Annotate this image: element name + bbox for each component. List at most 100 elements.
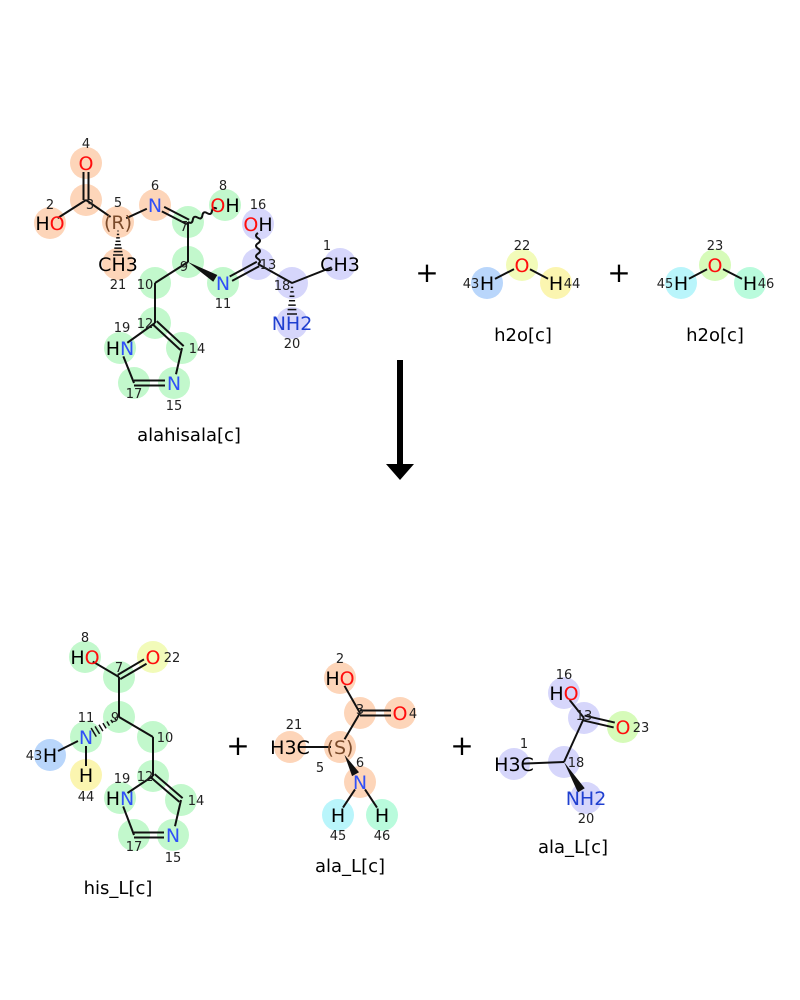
atom-number: 18 <box>568 756 585 771</box>
atom-number: 6 <box>356 756 364 771</box>
atom: N 15 <box>166 373 183 414</box>
atom-number: 2 <box>46 198 54 213</box>
atom-highlight <box>70 759 102 791</box>
atom-number: 44 <box>78 790 95 805</box>
atom-label: O <box>616 717 631 739</box>
bond <box>125 207 148 220</box>
atom-highlight <box>70 147 102 179</box>
atom-number: 22 <box>514 239 531 254</box>
atom-number: 23 <box>633 721 650 736</box>
atom-label: O <box>515 255 530 277</box>
atom-highlight <box>104 332 136 364</box>
bond <box>175 347 183 375</box>
bond <box>360 709 391 717</box>
bond <box>57 740 79 752</box>
atom: 12 <box>137 317 154 332</box>
atom-number: 44 <box>564 277 581 292</box>
atom: N6 <box>148 179 162 217</box>
atom-label: HO <box>70 647 99 669</box>
atom-label: CH3 <box>320 254 360 276</box>
atom-number: 3 <box>86 198 94 213</box>
bond <box>688 268 708 280</box>
atom: O4 <box>79 137 94 175</box>
atom-highlight <box>324 662 356 694</box>
atom-highlight <box>324 731 356 763</box>
atom-highlight <box>157 819 189 851</box>
atom-number: 18 <box>274 279 291 294</box>
atom-highlight <box>699 249 731 281</box>
atom-highlight <box>34 739 66 771</box>
bond <box>343 712 361 740</box>
atom-number: 11 <box>78 711 95 726</box>
atom-label: HN <box>106 338 135 360</box>
atom-number: 20 <box>284 337 301 352</box>
bond <box>287 282 297 315</box>
atom-label: (S) <box>327 737 354 759</box>
bond <box>564 762 585 793</box>
bond <box>161 206 190 226</box>
bond <box>92 660 120 678</box>
atom-highlight <box>34 207 66 239</box>
bond <box>722 268 743 280</box>
atom-number: 46 <box>758 277 775 292</box>
atom: O23 <box>707 239 724 277</box>
bond <box>563 717 585 763</box>
atom-label: NH2 <box>566 788 607 810</box>
atom: 7 <box>115 661 123 676</box>
atom-label: CH3 <box>98 254 138 276</box>
atom-number: 4 <box>409 707 417 722</box>
atom-number: 9 <box>111 711 119 726</box>
atom-highlight <box>384 697 416 729</box>
atom: H45 <box>657 273 688 295</box>
atom-number: 15 <box>166 399 183 414</box>
bond <box>344 754 360 777</box>
atom: N 15 <box>165 825 182 866</box>
atom-label: N <box>79 727 93 749</box>
bond <box>134 379 165 387</box>
bond <box>188 262 218 282</box>
atom-number: 3 <box>356 703 364 718</box>
bond <box>134 831 164 839</box>
atom-label: N <box>166 825 180 847</box>
bond <box>342 788 356 809</box>
atom-number: 43 <box>26 749 43 764</box>
atom: N11 <box>78 711 95 749</box>
reaction-arrow <box>386 360 414 480</box>
atom-label: O <box>79 153 94 175</box>
atom-number: 1 <box>323 239 331 254</box>
bond <box>291 266 332 284</box>
atom: 10 <box>137 278 154 293</box>
atom-label: H <box>549 273 563 295</box>
atom-number: 45 <box>330 829 347 844</box>
atom-highlight <box>607 711 639 743</box>
atom: 18 <box>568 756 585 771</box>
bond <box>82 172 90 200</box>
atom: 17 <box>126 840 143 855</box>
atom-number: 8 <box>219 179 227 194</box>
bond <box>85 199 112 218</box>
atom-number: 15 <box>165 851 182 866</box>
atom: HO2 <box>325 652 354 690</box>
atom: (S)5 <box>316 737 354 776</box>
atom-number: 8 <box>81 631 89 646</box>
atom-number: 22 <box>164 651 181 666</box>
plus-sign: + <box>415 256 438 289</box>
molecule-name-h2o-2: h2o[c] <box>686 325 744 346</box>
atom: 9 <box>111 711 119 726</box>
atom: 17 <box>126 387 143 402</box>
bond <box>343 685 361 714</box>
atom: 14 <box>189 342 206 357</box>
atom-label: H <box>331 805 345 827</box>
atom-number: 5 <box>316 761 324 776</box>
atom: O22 <box>514 239 531 277</box>
atom-label: N <box>167 373 181 395</box>
atom-highlight <box>366 799 398 831</box>
atom-number: 17 <box>126 840 143 855</box>
atom-highlight <box>209 189 241 221</box>
